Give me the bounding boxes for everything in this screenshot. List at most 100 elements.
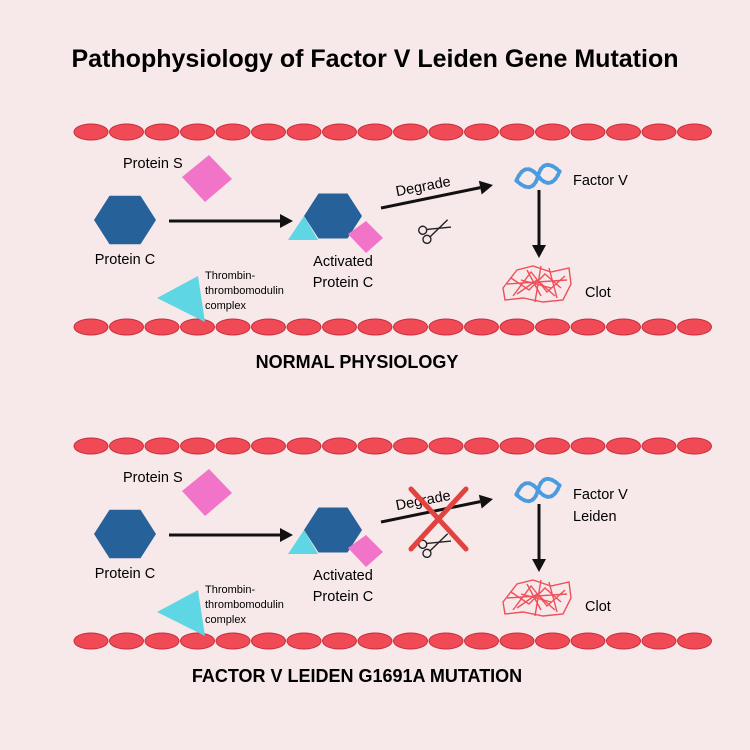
red-blood-cell [535, 632, 570, 650]
scissors-icon [418, 533, 452, 559]
protein-s-shape [182, 469, 232, 516]
protein-s-label: Protein S [123, 156, 183, 172]
red-blood-cell [322, 318, 357, 336]
activation-arrow [169, 528, 293, 542]
red-blood-cell [570, 437, 606, 455]
red-blood-cell [73, 123, 109, 141]
red-blood-cell [570, 318, 606, 336]
red-blood-cell [641, 318, 677, 336]
factor-v-label-line1: Factor V [573, 487, 628, 503]
red-blood-cell [180, 437, 215, 455]
red-blood-cell [322, 632, 357, 650]
red-blood-cell [499, 123, 535, 141]
red-blood-cell [215, 123, 251, 141]
red-blood-cell [393, 318, 428, 336]
red-blood-cell [606, 632, 641, 650]
red-blood-cell [109, 123, 144, 141]
protein-c-shape [94, 509, 156, 559]
factor-v-dna-icon [514, 163, 562, 189]
thrombin-complex-shape [157, 276, 205, 322]
blocked-cross-icon [408, 486, 469, 552]
red-blood-cell [641, 632, 677, 650]
protein-c-label: Protein C [95, 566, 155, 582]
red-blood-cell [499, 632, 535, 650]
panels: Protein S Protein C Thrombin-thrombomoduli… [73, 123, 712, 686]
section-heading: FACTOR V LEIDEN G1691A MUTATION [192, 666, 522, 686]
red-blood-cell [499, 318, 535, 336]
clot-label: Clot [585, 285, 611, 301]
red-blood-cell [677, 437, 712, 455]
thrombin-label-line1: Thrombin- [205, 270, 255, 282]
thrombin-complex-shape [157, 590, 205, 636]
activated-label-line2: Protein C [313, 275, 373, 291]
red-blood-cell [180, 123, 215, 141]
red-blood-cell [606, 318, 641, 336]
red-blood-cell [251, 318, 286, 336]
protein-c-label: Protein C [95, 252, 155, 268]
thrombin-label-line1: Thrombin- [205, 584, 255, 596]
red-blood-cell [73, 632, 109, 650]
protein-s-shape [182, 155, 232, 202]
activated-label-line1: Activated [313, 568, 373, 584]
red-blood-cell [357, 318, 393, 336]
red-blood-cell [322, 123, 357, 141]
activated-protein-c-shape [304, 507, 362, 553]
protein-s-label: Protein S [123, 470, 183, 486]
red-blood-cell [677, 318, 712, 336]
red-blood-cell [286, 123, 322, 141]
red-blood-cell [144, 318, 180, 336]
red-blood-cell [144, 123, 180, 141]
protein-c-shape [94, 195, 156, 245]
red-blood-cell [570, 632, 606, 650]
vessel-wall-top [73, 123, 712, 141]
red-blood-cell [464, 318, 499, 336]
red-blood-cell [535, 318, 570, 336]
red-blood-cell [393, 123, 428, 141]
activated-protein-s-shape [348, 535, 383, 567]
red-blood-cell [322, 437, 357, 455]
red-blood-cell [428, 437, 464, 455]
activation-arrow [169, 214, 293, 228]
clot-label: Clot [585, 599, 611, 615]
red-blood-cell [109, 437, 144, 455]
red-blood-cell [144, 437, 180, 455]
factor-v-dna-icon [514, 477, 562, 503]
red-blood-cell [357, 123, 393, 141]
red-blood-cell [464, 123, 499, 141]
thrombin-label-line3: complex [205, 614, 246, 626]
red-blood-cell [286, 437, 322, 455]
red-blood-cell [428, 632, 464, 650]
red-blood-cell [677, 123, 712, 141]
red-blood-cell [286, 318, 322, 336]
red-blood-cell [641, 437, 677, 455]
red-blood-cell [286, 632, 322, 650]
diagram-title: Pathophysiology of Factor V Leiden Gene … [72, 45, 679, 73]
red-blood-cell [464, 632, 499, 650]
thrombin-label-line2: thrombomodulin [205, 285, 284, 297]
red-blood-cell [428, 318, 464, 336]
red-blood-cell [215, 632, 251, 650]
thrombin-label-line3: complex [205, 300, 246, 312]
red-blood-cell [251, 632, 286, 650]
red-blood-cell [215, 437, 251, 455]
red-blood-cell [499, 437, 535, 455]
red-blood-cell [73, 318, 109, 336]
red-blood-cell [73, 437, 109, 455]
red-blood-cell [393, 632, 428, 650]
red-blood-cell [357, 632, 393, 650]
clot-arrow [532, 504, 546, 572]
red-blood-cell [180, 632, 215, 650]
red-blood-cell [464, 437, 499, 455]
clot-icon [502, 265, 572, 303]
factor-v-label-line2: Leiden [573, 509, 617, 525]
clot-icon [502, 579, 572, 617]
vessel-wall-top [73, 437, 712, 455]
red-blood-cell [215, 318, 251, 336]
activated-protein-c-shape [304, 193, 362, 239]
vessel-wall-bottom [73, 318, 712, 336]
red-blood-cell [109, 632, 144, 650]
clot-arrow [532, 190, 546, 258]
